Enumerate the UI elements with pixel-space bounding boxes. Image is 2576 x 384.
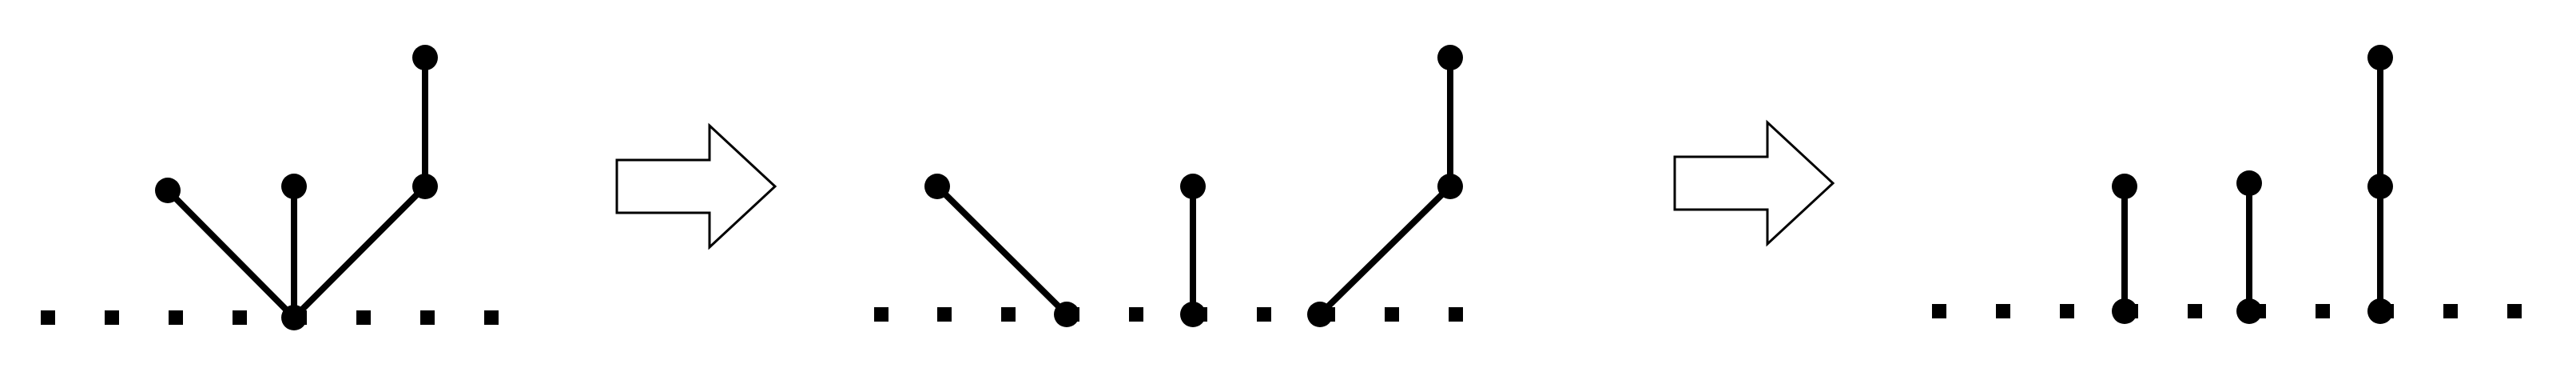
ground-tick-mark: [874, 307, 888, 322]
panel-2-tree-split: [874, 45, 1463, 327]
ground-tick-mark: [1001, 307, 1016, 322]
ground-tick-mark: [105, 310, 119, 325]
tree-node-d: [1437, 45, 1463, 70]
ground-tick-mark: [2060, 304, 2074, 318]
tree-node-g3: [1307, 302, 1333, 327]
tree-node-c: [2367, 174, 2393, 199]
tree-node-d: [2367, 45, 2393, 70]
tree-node-b: [281, 174, 307, 199]
arrow-1-right-icon: [615, 122, 777, 250]
tree-node-a: [155, 178, 181, 203]
tree-edge: [1317, 183, 1453, 318]
ground-tick-mark: [356, 310, 371, 325]
ground-tick-mark: [2188, 304, 2202, 318]
tree-node-g1: [2112, 298, 2137, 324]
ground-tick-mark: [233, 310, 247, 325]
tree-edge: [291, 183, 428, 321]
tree-node-root: [281, 305, 307, 330]
ground-tick-mark: [2443, 304, 2458, 318]
ground-tick-mark: [169, 310, 183, 325]
tree-edge: [165, 187, 297, 321]
tree-node-g2: [2236, 298, 2262, 324]
ground-tick-mark: [41, 310, 55, 325]
ground-tick-mark: [1257, 307, 1271, 322]
ground-tick-mark: [1996, 304, 2010, 318]
panel-3-tree-vertical: [1932, 45, 2522, 324]
tree-node-b: [2236, 170, 2262, 196]
ground-tick-mark: [2316, 304, 2330, 318]
tree-edge: [934, 183, 1070, 318]
tree-node-d: [412, 45, 438, 70]
tree-node-g2: [1180, 302, 1206, 327]
ground-tick-mark: [1932, 304, 1946, 318]
tree-node-c: [1437, 174, 1463, 199]
ground-tick-mark: [937, 307, 952, 322]
tree-node-a: [924, 174, 950, 199]
ground-tick-mark: [1385, 307, 1399, 322]
ground-tick-mark: [1449, 307, 1463, 322]
ground-tick-mark: [2507, 304, 2522, 318]
tree-node-g1: [1054, 302, 1079, 327]
tree-node-b: [1180, 174, 1206, 199]
ground-tick-mark: [420, 310, 435, 325]
ground-tick-mark: [1129, 307, 1143, 322]
panel-1-tree-rooted: [41, 45, 499, 330]
arrow-2-right-icon: [1673, 119, 1835, 247]
tree-node-g3: [2367, 298, 2393, 324]
tree-node-c: [412, 174, 438, 199]
tree-node-a: [2112, 174, 2137, 199]
ground-tick-mark: [484, 310, 499, 325]
